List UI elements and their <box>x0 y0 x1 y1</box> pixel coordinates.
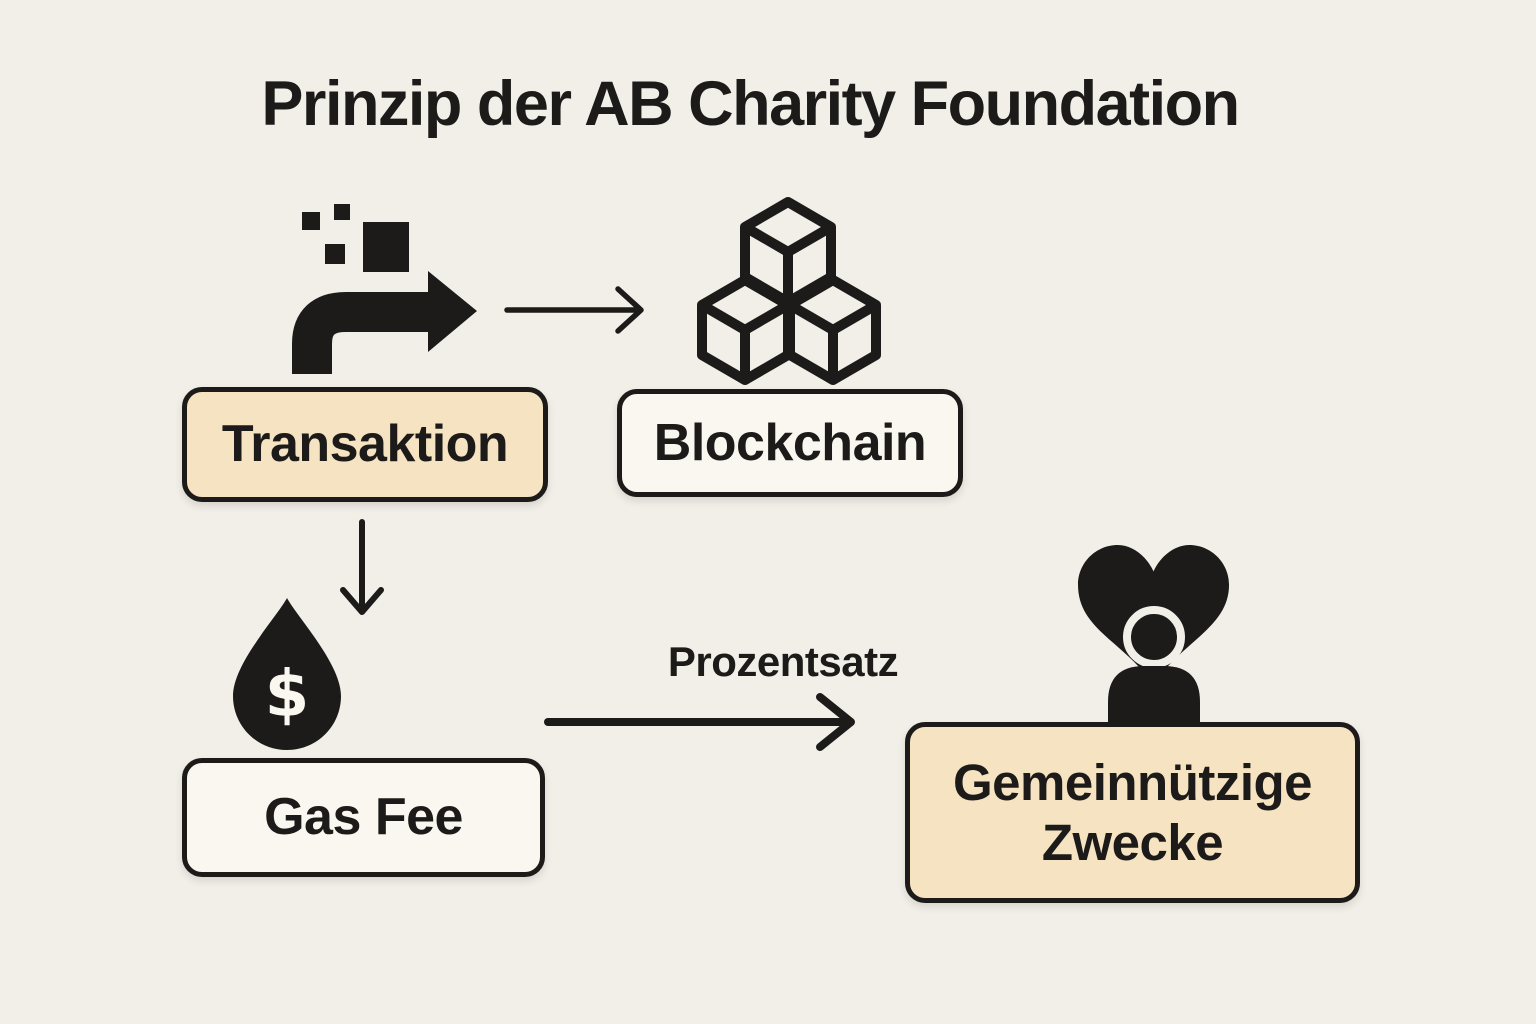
heart-icon <box>1078 545 1230 685</box>
node-gas-fee-label: Gas Fee <box>264 788 463 847</box>
dollar-sign-icon: $ <box>265 658 310 732</box>
person-icon <box>1108 606 1200 728</box>
node-blockchain-label: Blockchain <box>653 413 927 472</box>
person-with-heart-icon <box>1078 545 1230 728</box>
transaction-icon <box>292 204 477 374</box>
node-zwecke-label-line2: Zwecke <box>1041 813 1224 871</box>
arrow-gasfee-to-zwecke <box>544 693 855 751</box>
node-zwecke-label-line1: Gemeinnützige <box>952 754 1313 812</box>
curved-arrow-icon <box>292 271 477 374</box>
arrow-transaktion-to-gasfee <box>340 519 384 615</box>
pixel-squares-icon <box>302 204 409 272</box>
blockchain-cubes-icon <box>697 197 881 385</box>
node-transaktion: Transaktion <box>182 387 548 502</box>
node-gemeinnuetzige-zwecke: Gemeinnützige Zwecke <box>905 722 1360 903</box>
page-title: Prinzip der AB Charity Foundation <box>261 69 1240 139</box>
gas-drop-icon: $ <box>233 598 341 750</box>
node-transaktion-label: Transaktion <box>221 415 509 474</box>
node-gas-fee: Gas Fee <box>182 758 545 877</box>
node-blockchain: Blockchain <box>617 389 963 497</box>
arrow-transaktion-to-blockchain <box>504 286 644 334</box>
prozentsatz-label: Prozentsatz <box>667 638 899 685</box>
